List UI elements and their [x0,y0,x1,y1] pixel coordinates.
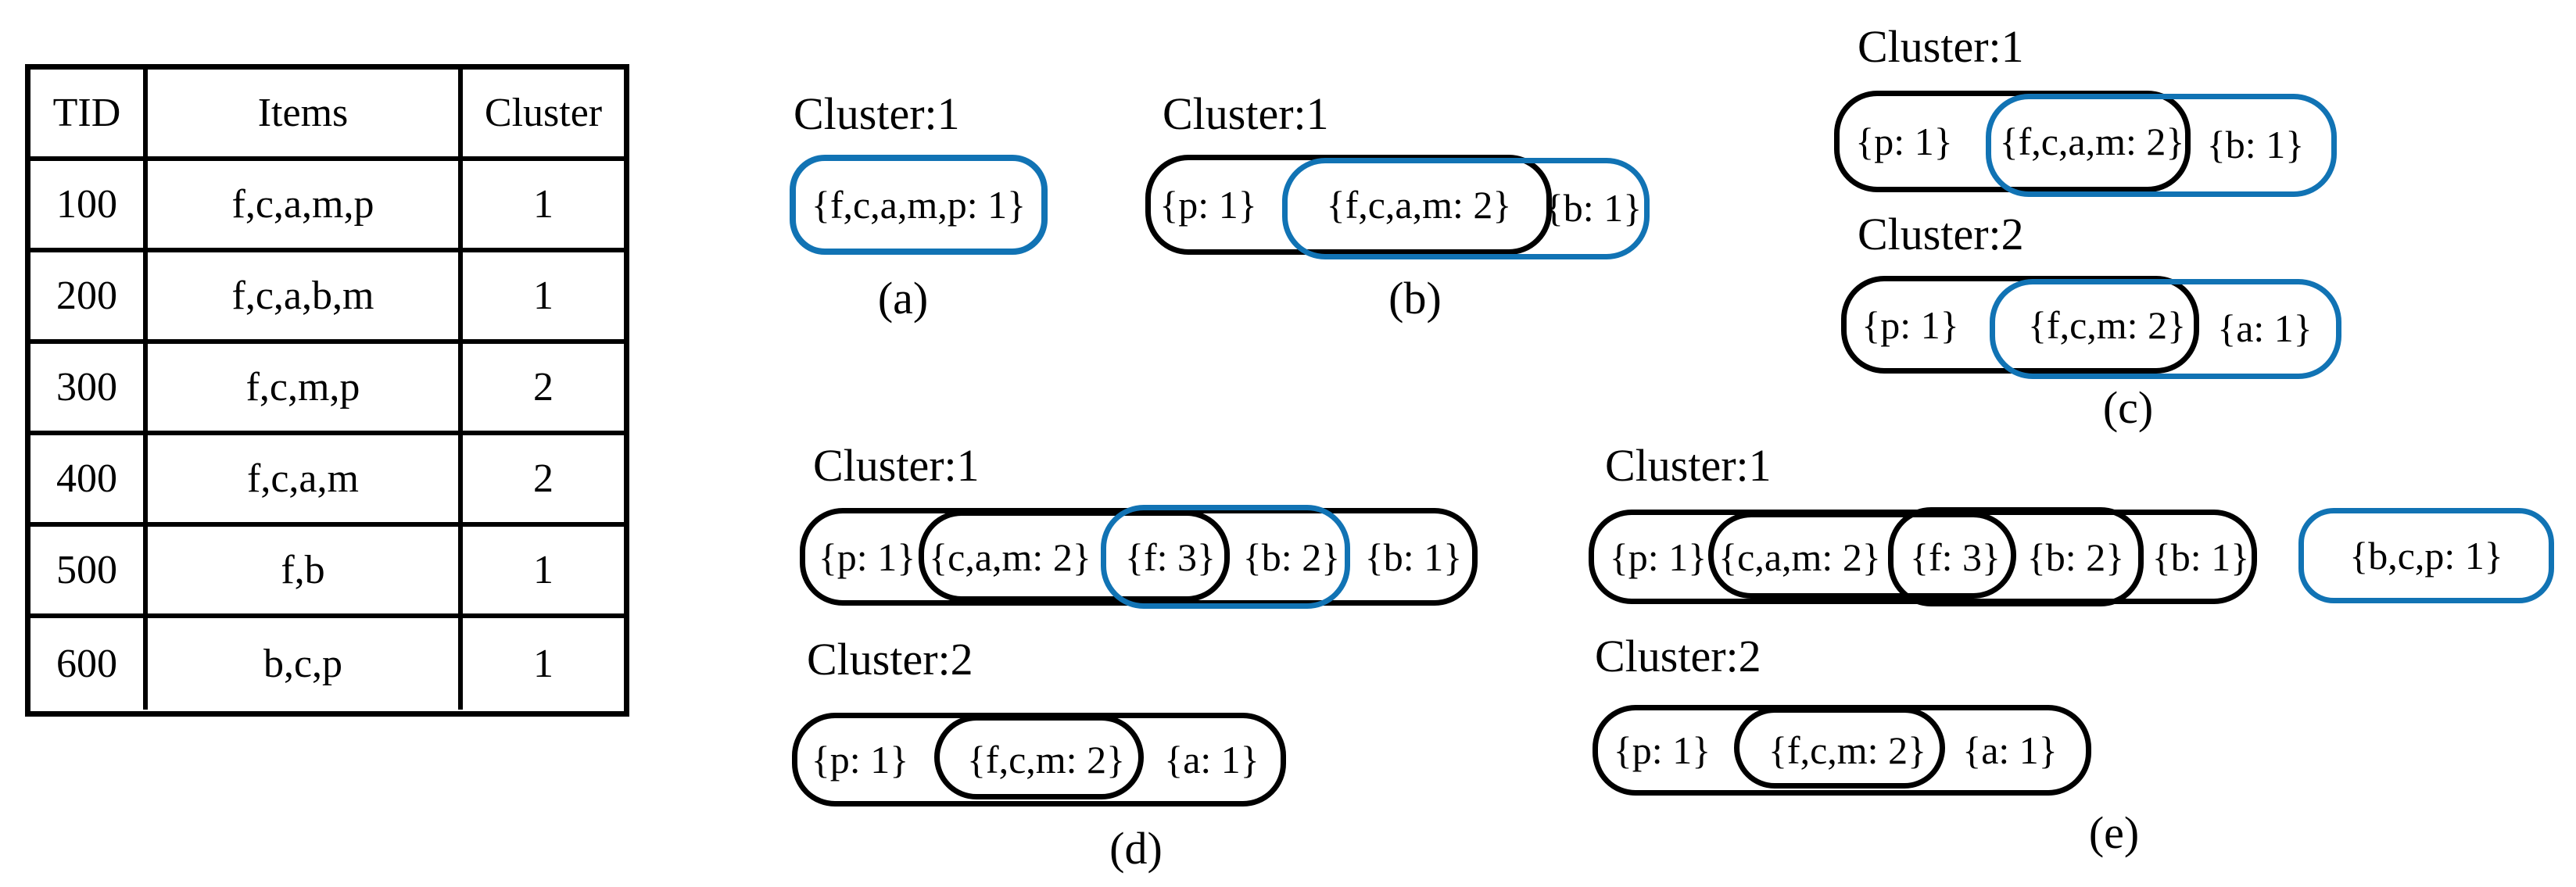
table-cell: 1 [463,527,624,618]
table-cell: 300 [30,344,148,435]
figure-caption: (c) [2102,382,2154,433]
table-cell: 2 [463,435,624,527]
capsule-outline-black [1708,512,2016,599]
cluster-label: Cluster:2 [1595,631,1761,681]
tree-node: {f,c,m: 2} [1768,728,1927,772]
table-cell: 500 [30,527,148,618]
table-cell: b,c,p [148,618,463,710]
capsule-outline-black [1734,707,1945,789]
capsule-outline-blue [1990,279,2341,379]
capsule-outline-blue [1986,94,2337,197]
table-cell: f,c,m,p [148,344,463,435]
tree-node: {p: 1} [1613,728,1711,772]
tree-node: {b,c,p: 1} [2349,534,2503,578]
tree-node: {f,c,a,m,p: 1} [811,183,1026,227]
tree-node: {f: 3} [1124,535,1216,579]
tree-node: {p: 1} [818,535,916,579]
tree-node: {b: 1} [2151,535,2250,579]
tree-node: {a: 1} [2217,306,2313,350]
cluster-label: Cluster:1 [1163,88,1329,139]
transaction-table: TID Items Cluster 100 f,c,a,m,p 1 200 f,… [25,64,629,717]
table-cell: 1 [463,161,624,252]
tree-node: {b: 1} [2206,123,2305,166]
figure-caption: (a) [877,273,929,324]
tree-node: {f,c,m: 2} [966,738,1126,781]
capsule-outline-black [919,510,1230,602]
cluster-label: Cluster:2 [1858,209,2024,259]
tree-node: {f,c,a,m: 2} [1326,183,1512,227]
table-cell: 1 [533,642,554,686]
table-cell: f,c,a,m,p [148,161,463,252]
table-cell: f,b [148,527,463,618]
tree-node: {f,c,a,m: 2} [1999,120,2185,163]
tree-node: {c,a,m: 2} [929,535,1091,579]
tree-node: {b: 1} [1364,535,1463,579]
tree-node: {c,a,m: 2} [1718,535,1881,579]
tree-node: {b: 1} [1544,186,1643,230]
table-cell: 100 [30,161,148,252]
table-cell: f,c,a,b,m [148,252,463,344]
table-cell: 400 [30,435,148,527]
tree-node: {f,c,m: 2} [2027,302,2187,347]
cluster-label: Cluster:2 [807,634,973,685]
capsule-outline-blue [1282,158,1650,259]
figure-caption: (e) [2088,807,2140,858]
table-cell: 2 [463,344,624,435]
table-header-tid: TID [30,70,148,161]
figure-caption: (d) [1109,823,1163,874]
table-cell: 600 [30,618,148,710]
tree-node: {p: 1} [1855,120,1953,163]
table-cell: 200 [30,252,148,344]
table-header-items: Items [148,70,463,161]
figure-caption: (b) [1388,273,1442,324]
cluster-label: Cluster:1 [813,440,980,491]
table-header-cluster: Cluster [463,70,624,161]
capsule-outline-blue [1101,505,1350,609]
tree-node: {b: 2} [1242,535,1341,579]
tree-node: {p: 1} [1861,302,1959,347]
cluster-label: Cluster:1 [1858,21,2024,72]
tree-node: {p: 1} [811,738,909,781]
tree-node: {a: 1} [1962,728,2058,772]
capsule-outline-black [1888,507,2144,606]
tree-node: {b: 2} [2026,535,2125,579]
capsule-outline-blue [2298,508,2554,603]
capsule-outline-black [934,715,1144,799]
capsule-outline-black [1145,155,1552,255]
tree-node: {p: 1} [1609,535,1707,579]
tree-node: {a: 1} [1164,738,1259,781]
tree-node: {f: 3} [1909,535,2001,579]
table-cell: 1 [463,252,624,344]
cluster-label: Cluster:1 [1605,440,1772,491]
cluster-label: Cluster:1 [794,88,960,139]
table-cell: f,c,a,m [148,435,463,527]
tree-node: {p: 1} [1159,183,1257,227]
capsule-outline-blue [790,155,1048,255]
